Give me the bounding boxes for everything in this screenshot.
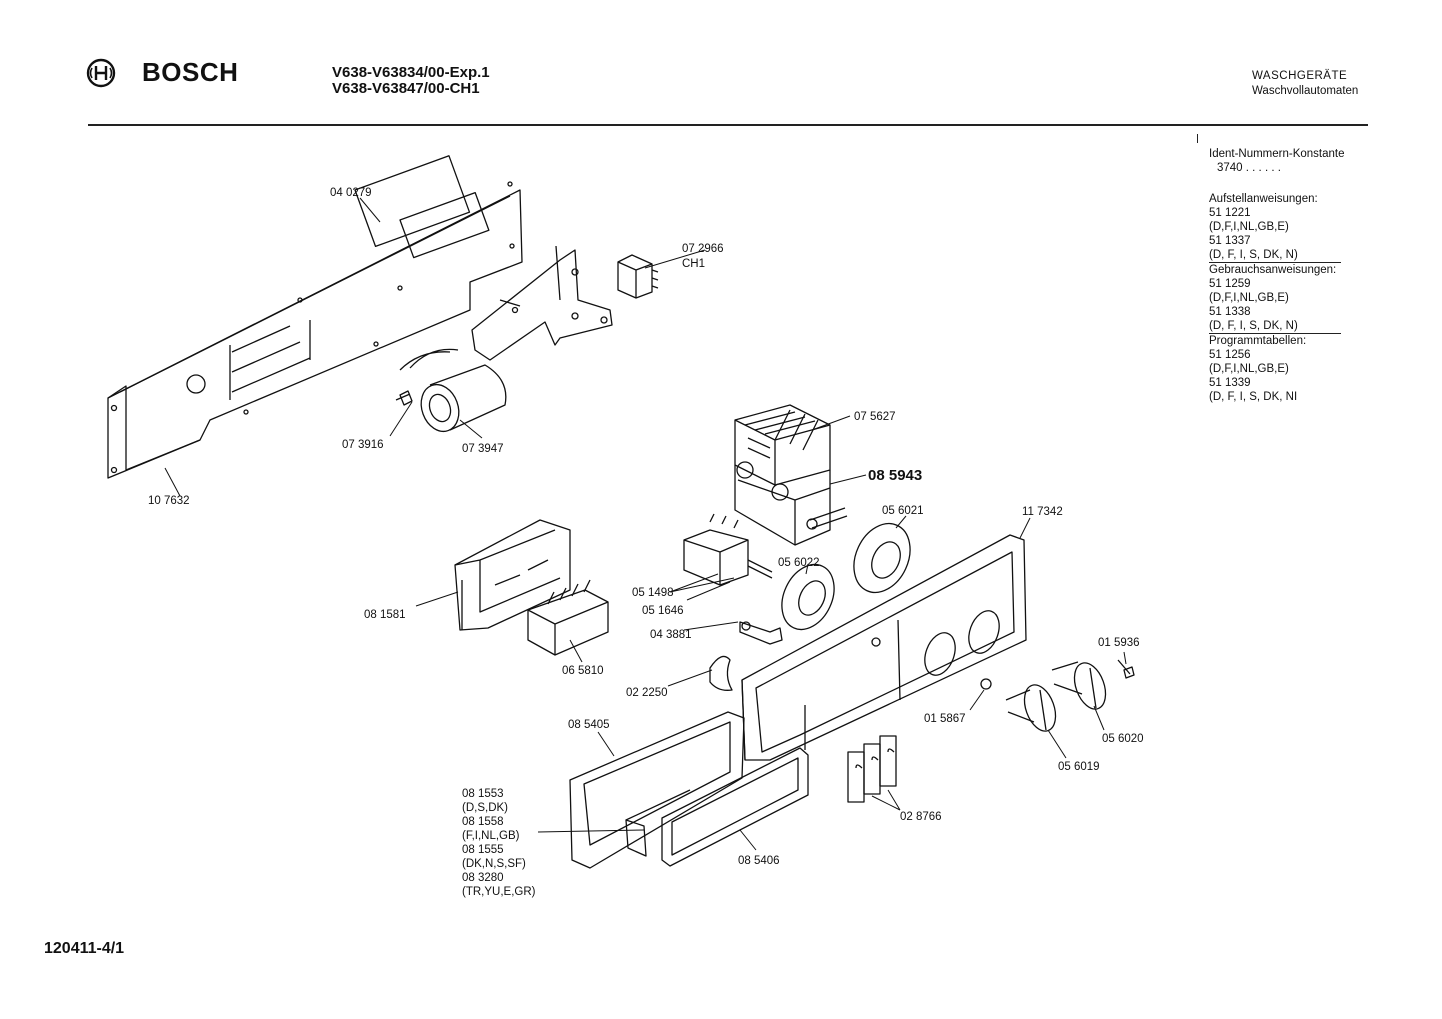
usage-title: Gebrauchsanweisungen:	[1209, 264, 1337, 276]
label-051646: 05 1646	[642, 605, 684, 617]
leader-lines	[164, 197, 1127, 851]
screw-drawing	[980, 659, 1135, 690]
program-2-languages: (D, F, I, S, DK, NI	[1209, 391, 1298, 403]
variant-2: 08 1558	[462, 816, 504, 828]
label-015867: 01 5867	[924, 713, 966, 725]
label-081581: 08 1581	[364, 609, 406, 621]
label-072966: 07 2966	[682, 243, 724, 255]
drawing-number: 120411-4/1	[44, 940, 125, 957]
button-set-drawing	[847, 735, 897, 803]
bosch-logo-icon	[86, 58, 116, 88]
program-2-number: 51 1339	[1209, 377, 1251, 389]
variant-7: (TR,YU,E,GR)	[462, 886, 536, 898]
setup-1-number: 51 1221	[1209, 207, 1251, 219]
label-085943: 08 5943	[868, 467, 922, 484]
label-056021: 05 6021	[882, 505, 924, 517]
switch-housing-drawing	[454, 519, 571, 631]
setup-1-languages: (D,F,I,NL,GB,E)	[1209, 221, 1289, 233]
relay-drawing	[617, 254, 659, 299]
category-title: WASCHGERÄTE	[1252, 70, 1348, 82]
switch-block-drawing	[527, 579, 609, 656]
variant-4: 08 1555	[462, 844, 504, 856]
label-085406: 08 5406	[738, 855, 780, 867]
rear-panel-drawing	[107, 155, 523, 479]
variant-5: (DK,N,S,SF)	[462, 858, 526, 870]
program-title: Programmtabellen:	[1209, 335, 1307, 347]
usage-1-number: 51 1259	[1209, 278, 1251, 290]
model-line-1: V638-V63834/00-Exp.1	[332, 64, 490, 81]
clip-drawing	[709, 655, 733, 691]
label-056019: 05 6019	[1058, 761, 1100, 773]
variant-3: (F,I,NL,GB)	[462, 830, 520, 842]
front-fascia-drawing	[741, 534, 1027, 761]
usage-2-number: 51 1338	[1209, 306, 1251, 318]
brand-name: BOSCH	[142, 57, 239, 87]
selector-switch-drawing	[683, 513, 773, 586]
usage-2-languages: (D, F, I, S, DK, N)	[1209, 319, 1341, 334]
model-line-2: V638-V63847/00-CH1	[332, 80, 480, 97]
label-022250: 02 2250	[626, 687, 668, 699]
label-056020: 05 6020	[1102, 733, 1144, 745]
setup-2-languages: (D, F, I, S, DK, N)	[1209, 248, 1341, 263]
variant-1: (D,S,DK)	[462, 802, 508, 814]
label-028766: 02 8766	[900, 811, 942, 823]
variant-0: 08 1553	[462, 788, 504, 800]
display-insert-drawing	[625, 747, 809, 867]
ident-value: 3740 . . . . . .	[1217, 162, 1281, 174]
variant-6: 08 3280	[462, 872, 504, 884]
label-015936: 01 5936	[1098, 637, 1140, 649]
label-075627: 07 5627	[854, 411, 896, 423]
knob-drawing	[1005, 661, 1107, 732]
label-043881: 04 3881	[650, 629, 692, 641]
label-073947: 07 3947	[462, 443, 504, 455]
label-073916: 07 3916	[342, 439, 384, 451]
label-107632: 10 7632	[148, 495, 190, 507]
label-117342: 11 7342	[1022, 506, 1063, 518]
program-1-languages: (D,F,I,NL,GB,E)	[1209, 363, 1289, 375]
label-040279: 04 0279	[330, 187, 372, 199]
program-timer-drawing	[734, 404, 848, 546]
program-1-number: 51 1256	[1209, 349, 1251, 361]
usage-1-languages: (D,F,I,NL,GB,E)	[1209, 292, 1289, 304]
document-list-panel: Ident-Nummern-Konstante 3740 . . . . . .…	[1209, 147, 1369, 404]
knob-ring-drawing	[781, 522, 911, 631]
setup-title: Aufstellanweisungen:	[1209, 193, 1318, 205]
ident-title: Ident-Nummern-Konstante	[1209, 148, 1345, 160]
header-tick	[1197, 134, 1198, 143]
mounting-bracket-drawing	[471, 245, 613, 361]
setup-2-number: 51 1337	[1209, 235, 1251, 247]
label-072966-variant: CH1	[682, 258, 705, 270]
label-051498: 05 1498	[632, 587, 674, 599]
label-085405: 08 5405	[568, 719, 610, 731]
label-065810: 06 5810	[562, 665, 604, 677]
category-subtitle: Waschvollautomaten	[1252, 85, 1359, 97]
header-rule	[88, 124, 1368, 126]
label-056022: 05 6022	[778, 557, 820, 569]
capacitor-drawing	[395, 348, 507, 433]
push-button-drawing	[739, 621, 783, 645]
